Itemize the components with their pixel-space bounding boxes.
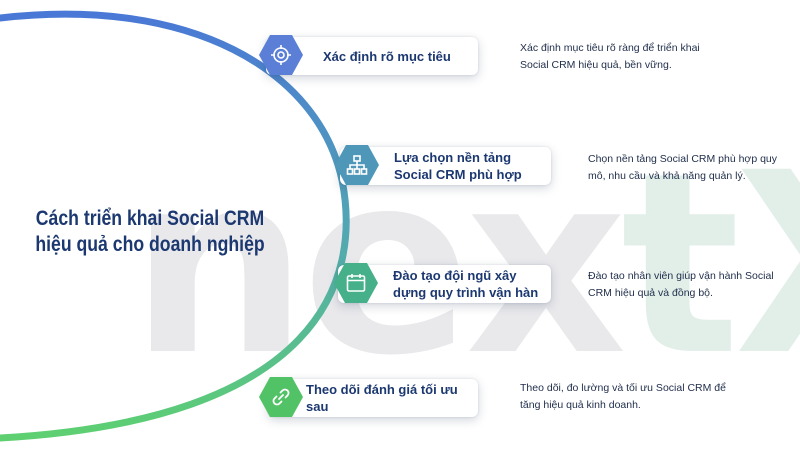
step-1-title: Xác định rõ mục tiêu — [323, 48, 451, 64]
step-2-title-line-1: Lựa chọn nền tảng — [394, 150, 512, 165]
step-3-badge — [334, 263, 378, 303]
step-3-title-line-2: dựng quy trình vận hàn — [393, 285, 539, 300]
step-1-card: Xác định rõ mục tiêu — [266, 37, 478, 75]
title-line-2: hiệu quả cho doanh nghiệp — [35, 233, 265, 256]
step-2-title-line-2: Social CRM phù hợp — [394, 167, 522, 182]
step-2-badge — [335, 145, 379, 185]
step-3-title-line-1: Đào tạo đội ngũ xây — [393, 268, 517, 283]
step-4-card: Theo dõi đánh giá tối ưu sau — [268, 379, 478, 417]
step-2-desc-line-2: mô, nhu cầu và khả năng quản lý. — [588, 170, 746, 182]
step-2-description: Chọn nền tảng Social CRM phù hợp quy mô,… — [588, 151, 777, 185]
step-3-description: Đào tạo nhân viên giúp vận hành Social C… — [588, 268, 774, 302]
step-3-desc-line-1: Đào tạo nhân viên giúp vận hành Social — [588, 270, 774, 282]
step-1-badge — [259, 35, 303, 75]
step-3-desc-line-2: CRM hiệu quả và đồng bộ. — [588, 287, 713, 299]
step-1-description: Xác định mục tiêu rõ ràng để triển khai … — [520, 40, 700, 74]
target-icon — [271, 45, 291, 65]
step-3-card: Đào tạo đội ngũ xây dựng quy trình vận h… — [338, 265, 551, 303]
step-4-title: Theo dõi đánh giá tối ưu sau — [306, 382, 458, 414]
calendar-icon — [346, 274, 366, 292]
hierarchy-icon — [346, 155, 368, 175]
step-1-desc-line-2: Social CRM hiệu quả, bền vững. — [520, 59, 672, 71]
watermark-highlight: tX — [620, 119, 800, 410]
title-line-1: Cách triển khai Social CRM — [35, 207, 265, 230]
link-icon — [272, 388, 290, 406]
step-4-desc-line-1: Theo dõi, đo lường và tối ưu Social CRM … — [520, 382, 726, 394]
step-4-badge — [259, 377, 303, 417]
step-2-desc-line-1: Chọn nền tảng Social CRM phù hợp quy — [588, 153, 777, 165]
step-1-desc-line-1: Xác định mục tiêu rõ ràng để triển khai — [520, 42, 700, 54]
page-title: Cách triển khai Social CRM hiệu quả cho … — [24, 206, 276, 258]
step-4-desc-line-2: tăng hiệu quả kinh doanh. — [520, 399, 641, 411]
step-4-description: Theo dõi, đo lường và tối ưu Social CRM … — [520, 380, 726, 414]
